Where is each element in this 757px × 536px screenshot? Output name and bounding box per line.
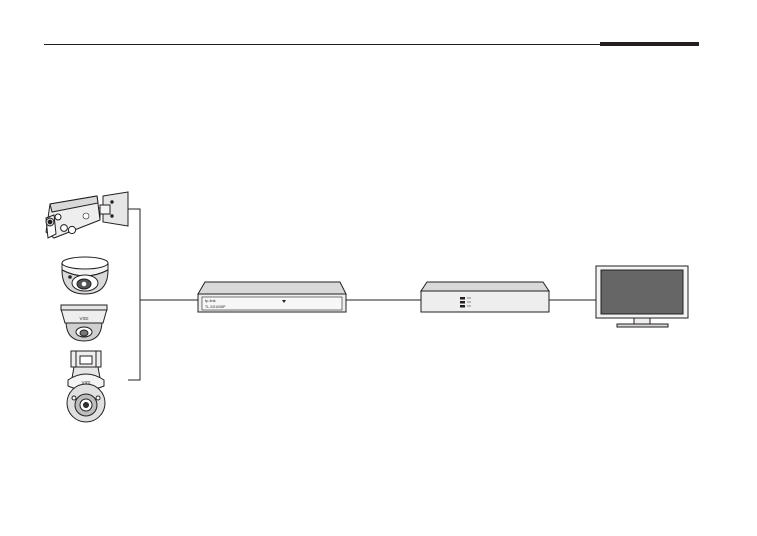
bullet-camera-icon: [46, 192, 128, 238]
dome-camera-icon: VIGI: [61, 305, 107, 341]
dome-camera-brand: VIGI: [79, 316, 88, 321]
header-rule: [44, 42, 699, 46]
ptz-camera-icon: VIGI: [67, 351, 105, 422]
monitor-screen: [601, 270, 683, 314]
turret-camera-icon: [62, 257, 108, 294]
header-accent-bar: [600, 42, 699, 46]
poe-switch-icon: tp-link TL-SG1008P: [198, 282, 346, 312]
monitor-icon: [596, 266, 688, 327]
nvr-icon: [421, 282, 549, 312]
switch-model: TL-SG1008P: [205, 305, 226, 309]
camera-bracket-line: [128, 209, 140, 380]
switch-brand: tp-link: [205, 298, 216, 303]
